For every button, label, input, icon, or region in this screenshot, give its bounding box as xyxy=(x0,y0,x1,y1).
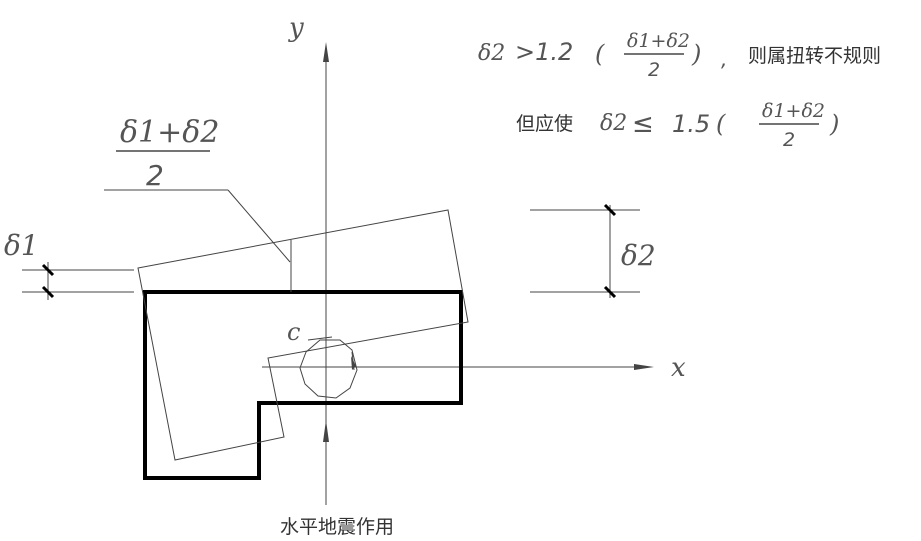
formula1-paren-close: ) xyxy=(691,40,701,68)
fraction-leader-diagonal xyxy=(227,189,291,263)
y-axis-label: y xyxy=(288,13,304,43)
x-axis-label: x xyxy=(671,353,686,383)
delta2-label: δ2 xyxy=(621,239,656,272)
formula1-conclusion: 则属扭转不规则 xyxy=(748,45,881,67)
delta1-tick-top xyxy=(41,263,55,277)
formula2-paren-close: ) xyxy=(829,110,839,138)
formula2-coef: 1.5 xyxy=(672,110,710,138)
formula1-numerator: δ1+δ2 xyxy=(627,30,690,52)
center-leader xyxy=(307,336,333,341)
formula1-op: >1.2 xyxy=(515,38,573,66)
formula1-comma: , xyxy=(721,47,727,71)
center-label: c xyxy=(287,318,300,346)
delta1-tick-bottom xyxy=(41,285,55,299)
y-axis-arrow xyxy=(323,42,329,62)
formula2-lhs: δ2 xyxy=(600,111,627,136)
formula2-op: ≤ xyxy=(632,109,654,139)
formula1-denominator: 2 xyxy=(648,59,660,81)
delta2-tick-bottom xyxy=(603,285,617,299)
formula1-lhs: δ2 xyxy=(478,41,505,66)
formula2-denominator: 2 xyxy=(783,129,795,151)
delta2-tick-top xyxy=(603,203,617,217)
formula2-numerator: δ1+δ2 xyxy=(762,100,825,122)
fraction-label-denominator: 2 xyxy=(146,159,164,192)
rotated-floor-outline xyxy=(137,209,469,461)
formula2-prefix: 但应使 xyxy=(516,113,573,135)
fraction-label-numerator: δ1+δ2 xyxy=(120,115,219,150)
seismic-action-label: 水平地震作用 xyxy=(280,516,394,538)
original-floor-outline xyxy=(143,290,463,480)
rotation-center-polygon xyxy=(299,339,358,399)
formula1-paren-open: ( xyxy=(595,40,605,68)
seismic-arrow-head xyxy=(323,420,329,442)
x-axis-arrow xyxy=(634,364,654,370)
formula2-paren-open: ( xyxy=(716,110,726,138)
rotation-arrow-head xyxy=(351,356,356,370)
delta1-label: δ1 xyxy=(4,229,39,262)
